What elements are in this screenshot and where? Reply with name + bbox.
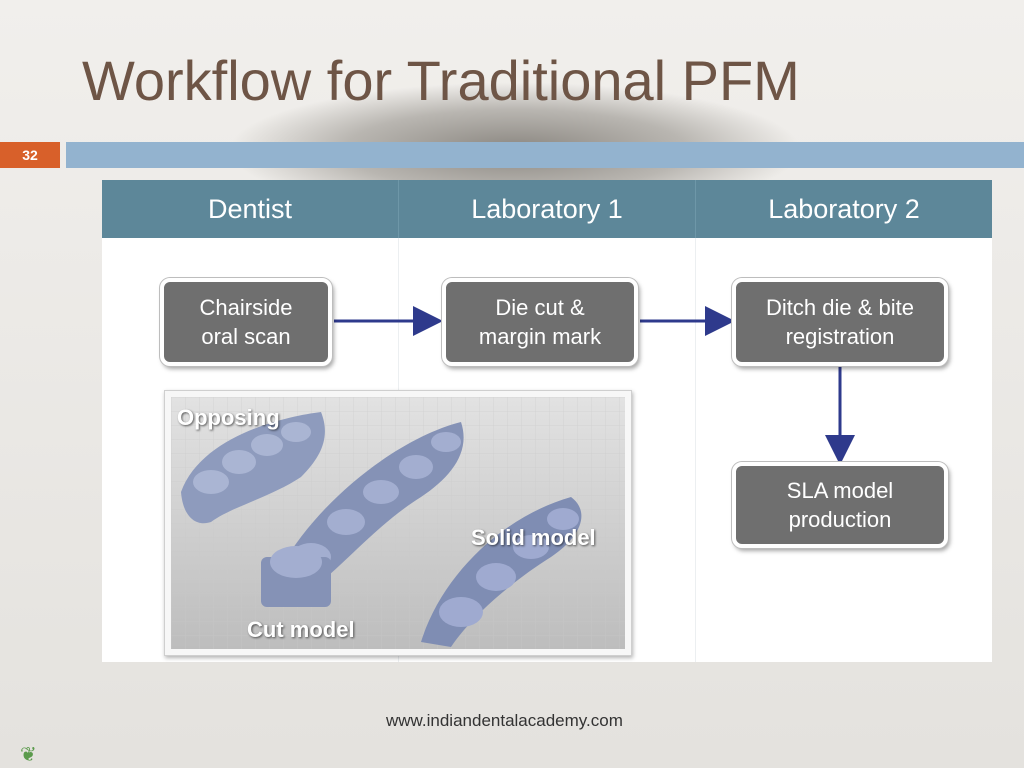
photo-label-opposing: Opposing xyxy=(177,405,280,430)
column-divider xyxy=(695,238,696,662)
column-header-laboratory-1: Laboratory 1 xyxy=(398,180,695,238)
step-ditch-die-bite-registration: Ditch die & bite registration xyxy=(732,278,948,366)
step-chairside-oral-scan: Chairside oral scan xyxy=(160,278,332,366)
leaf-icon: ❦ xyxy=(20,744,37,766)
step-sla-model-production: SLA model production xyxy=(732,462,948,548)
footer-url: www.indiandentalacademy.com xyxy=(386,711,623,730)
title-underline-bar xyxy=(66,142,1024,168)
dental-models-photo: Opposing Solid model Cut model xyxy=(164,390,632,656)
photo-label-solid-model: Solid model xyxy=(471,525,596,550)
column-header-dentist: Dentist xyxy=(207,193,293,224)
column-header-row: Dentist Laboratory 1 Laboratory 2 xyxy=(102,180,992,238)
dental-models-illustration xyxy=(171,397,625,649)
step-die-cut-margin-mark: Die cut & margin mark xyxy=(442,278,638,366)
column-header-laboratory-2: Laboratory 2 xyxy=(695,180,992,238)
slide-number: 32 xyxy=(0,142,60,168)
slide-title: Workflow for Traditional PFM xyxy=(82,49,800,112)
photo-label-cut-model: Cut model xyxy=(247,617,355,642)
